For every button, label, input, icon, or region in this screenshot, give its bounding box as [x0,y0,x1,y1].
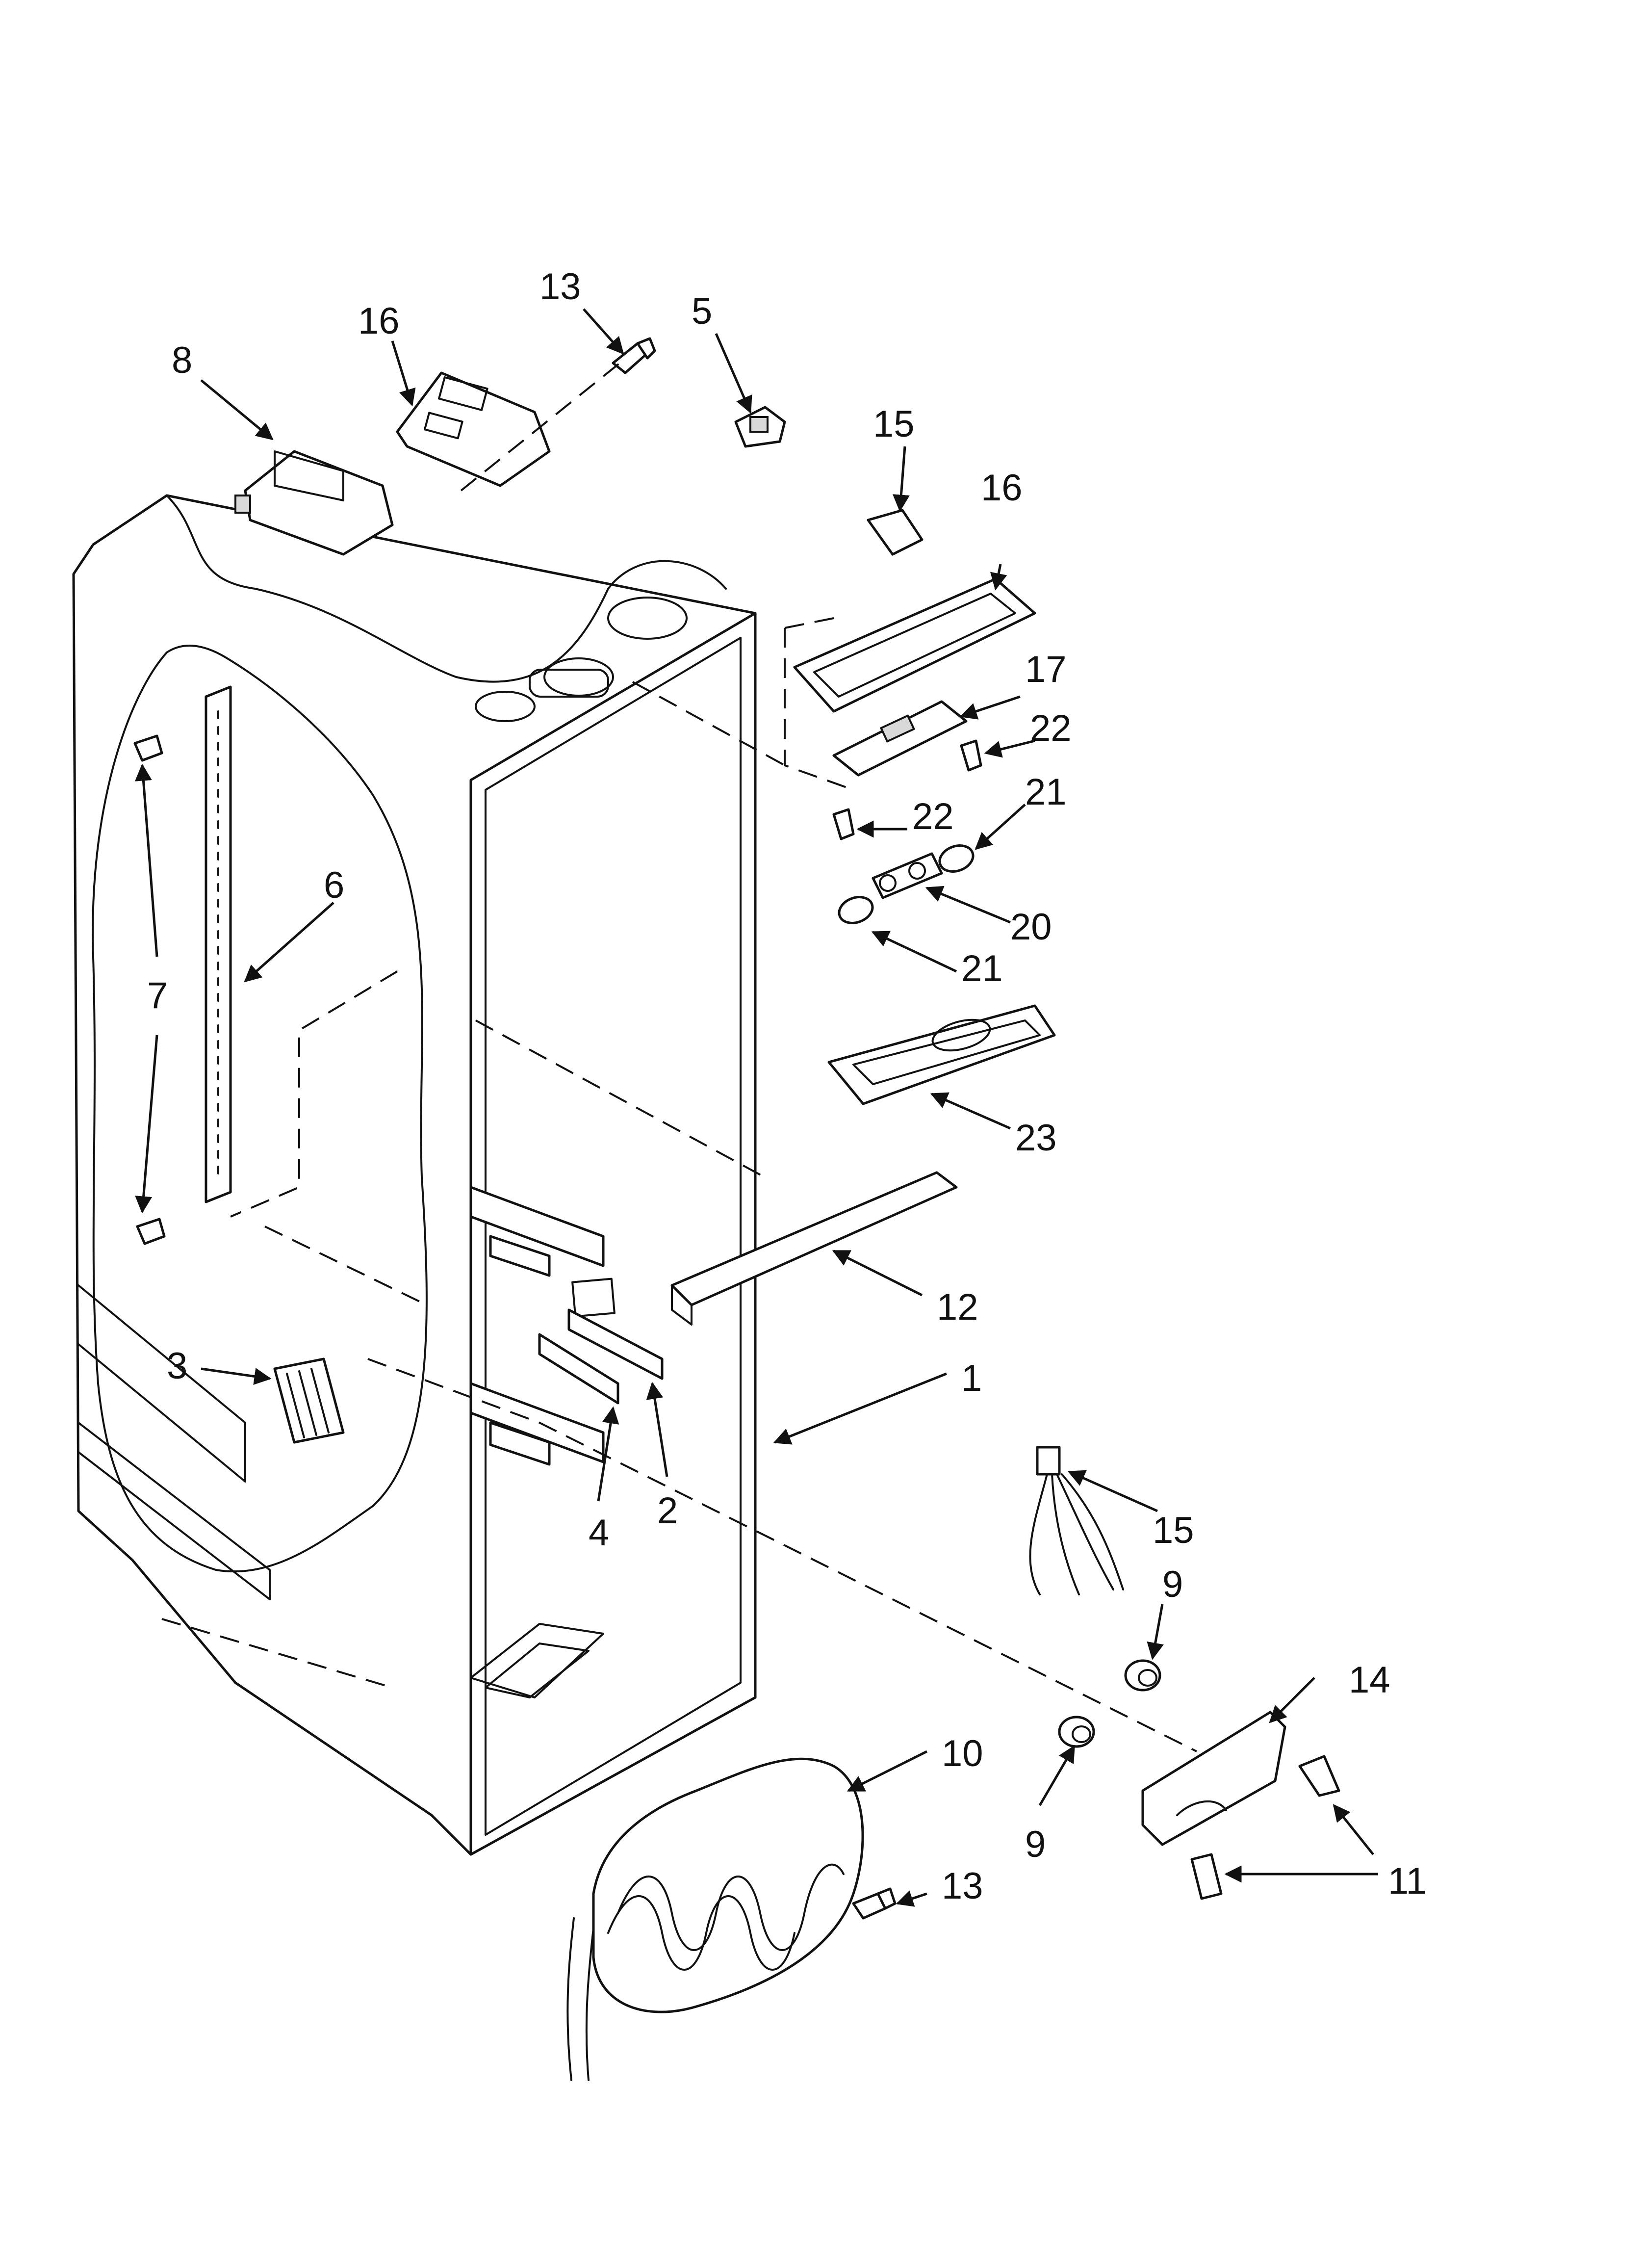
callout-7: 7 [147,975,168,1017]
callout-9-upper: 9 [1162,1564,1183,1605]
callout-6: 6 [324,864,344,906]
part-11-screw-lower [1190,1853,1223,1900]
callout-17: 15 [873,403,915,445]
callout-13-top: 13 [539,266,581,308]
callout-21-lower: 21 [961,948,1003,990]
callout-5: 5 [692,290,712,332]
part-7-screw-top [133,734,163,762]
callout-9-lower: 9 [1025,1824,1046,1865]
assembly-lines [161,360,1197,1752]
part-13-screw-top [612,337,656,374]
part-8-control-housing [234,450,394,556]
part-3-strip [538,1333,619,1405]
callout-1: 1 [961,1357,982,1399]
part-21-bulb-right [938,844,975,873]
part-20-sockets [872,852,943,899]
callout-2: 2 [657,1490,678,1532]
callout-15: 15 [1153,1510,1194,1551]
callout-22-right: 22 [1030,707,1072,749]
cabinet-liner [72,494,757,1856]
callout-4: 3 [167,1345,187,1387]
part-7-screw-bottom [136,1218,166,1245]
part-15-wire-harness [1029,1446,1124,1595]
callout-21-upper: 21 [1025,771,1067,813]
part-16-bracket [396,371,551,487]
callout-11: 11 [1388,1860,1427,1902]
callout-14: 14 [1349,1659,1390,1701]
callout-19: 17 [1025,649,1067,690]
part-9-grommet-lower [1058,1716,1095,1748]
part-5-clip [734,406,786,448]
part-23-light-lens [827,1004,1056,1105]
part-19-light-shield [832,700,968,777]
part-18-light-housing [793,577,1036,713]
callout-13-bottom: 13 [942,1865,983,1907]
part-2-strip [567,1308,664,1380]
part-4-vent [273,1357,345,1444]
callout-23: 23 [1015,1117,1057,1159]
part-9-grommet-upper [1124,1659,1161,1692]
leader-lines [134,308,1378,1907]
part-17-clip [867,509,924,556]
part-22-screw-left [832,808,855,840]
part-14-drain-trough [1141,1711,1286,1846]
callout-12: 12 [937,1286,978,1328]
part-11-screw-upper [1298,1755,1340,1797]
part-21-bulb-left [838,896,874,924]
callout-16: 16 [358,300,400,342]
callout-3: 4 [589,1512,609,1554]
callout-labels: 8 16 13 5 15 16 17 22 21 22 20 21 23 6 7… [147,266,1427,1907]
part-12-shelf-support [670,1171,958,1326]
part-10-evaporator [566,1757,864,2081]
part-22-screw-right [960,739,982,772]
part-13-screw-bottom [852,1887,897,1920]
callout-20: 20 [1010,906,1052,948]
callout-10: 10 [942,1733,983,1774]
callout-8: 8 [172,339,192,381]
callout-22-left: 22 [912,796,954,837]
callout-18: 16 [981,467,1023,509]
